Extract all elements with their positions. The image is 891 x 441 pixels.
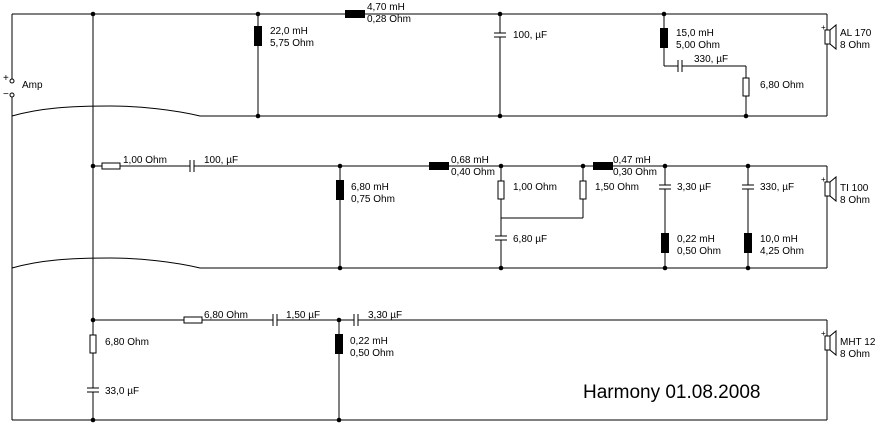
- resistor-6-80ohm: [742, 77, 750, 97]
- label-l1-res: 0,28 Ohm: [367, 14, 411, 25]
- label-r4-value: 1,50 Ohm: [595, 182, 639, 193]
- inductor-10-0mh-trap: [744, 233, 752, 253]
- label-l1-value: 4,70 mH: [367, 2, 405, 13]
- label-l8-value: 10,0 mH: [760, 234, 798, 245]
- resistor-1-00ohm-series: [101, 162, 121, 170]
- resistor-1-00ohm-shunt: [497, 180, 505, 200]
- label-l2-value: 22,0 mH: [270, 26, 308, 37]
- section-al170: 4,70 mH 0,28 Ohm 22,0 mH 5,75 Ohm 100, µ…: [11, 2, 872, 119]
- section-mht12: 6,80 Ohm 1,50 µF 3,30 µF 6,80 Ohm 33,0 µ…: [12, 310, 876, 423]
- inductor-6-80mh: [336, 180, 344, 200]
- speaker-mht12-icon: [824, 335, 831, 351]
- label-r5-value: 6,80 Ohm: [204, 310, 248, 321]
- svg-text:+: +: [821, 329, 826, 338]
- label-l3-res: 5,00 Ohm: [676, 40, 720, 51]
- label-l3-value: 15,0 mH: [676, 28, 714, 39]
- label-r3-value: 1,00 Ohm: [513, 182, 557, 193]
- label-c2-value: 330, µF: [694, 54, 728, 65]
- speaker-mht12-imp: 8 Ohm: [840, 349, 870, 360]
- label-c9-value: 33,0 µF: [105, 386, 139, 397]
- speaker-al170-imp: 8 Ohm: [840, 40, 870, 51]
- label-c6-value: 330, µF: [760, 182, 794, 193]
- resistor-1-50ohm: [579, 180, 587, 200]
- amp-minus-terminal: [9, 92, 15, 98]
- speaker-al170-icon: [824, 29, 831, 45]
- label-l4-res: 0,40 Ohm: [451, 167, 495, 178]
- amp-plus-sign: +: [3, 73, 9, 84]
- label-l2-res: 5,75 Ohm: [270, 38, 314, 49]
- label-l5-value: 0,47 mH: [613, 155, 651, 166]
- svg-text:+: +: [821, 23, 826, 32]
- label-l5-res: 0,30 Ohm: [613, 167, 657, 178]
- speaker-ti100-name: TI 100: [840, 183, 869, 194]
- label-c8-value: 3,30 µF: [368, 310, 402, 321]
- label-r6-value: 6,80 Ohm: [105, 337, 149, 348]
- resistor-6-80ohm-series: [183, 316, 203, 324]
- inductor-22mh: [254, 26, 262, 46]
- diagram-title: Harmony 01.08.2008: [583, 382, 760, 403]
- label-l7-res: 0,50 Ohm: [677, 246, 721, 257]
- inductor-15mh: [660, 28, 668, 48]
- label-c4-value: 6,80 µF: [513, 234, 547, 245]
- label-l4-value: 0,68 mH: [451, 155, 489, 166]
- speaker-mht12-name: MHT 12: [840, 337, 876, 348]
- label-l8-res: 4,25 Ohm: [760, 246, 804, 257]
- speaker-ti100-imp: 8 Ohm: [840, 195, 870, 206]
- label-c3-value: 100, µF: [204, 155, 238, 166]
- speaker-ti100-icon: [824, 181, 831, 197]
- label-l6-value: 6,80 mH: [351, 182, 389, 193]
- label-c5-value: 3,30 µF: [677, 182, 711, 193]
- section-ti100: 1,00 Ohm 100, µF 0,68 mH 0,40 Ohm 0,47 m…: [11, 155, 870, 271]
- amp-input: + − Amp: [3, 14, 43, 420]
- inductor-0-47mh: [593, 162, 613, 170]
- speaker-al170-name: AL 170: [840, 28, 872, 39]
- label-c7-value: 1,50 µF: [286, 310, 320, 321]
- inductor-4-70mh: [345, 10, 365, 18]
- amp-minus-sign: −: [3, 89, 9, 100]
- inductor-0-22mh-trap: [661, 233, 669, 253]
- label-r1-value: 6,80 Ohm: [760, 80, 804, 91]
- amp-plus-terminal: [9, 78, 15, 84]
- label-l9-res: 0,50 Ohm: [350, 348, 394, 359]
- svg-text:+: +: [821, 175, 826, 184]
- label-c1-value: 100, µF: [513, 30, 547, 41]
- label-l6-res: 0,75 Ohm: [351, 194, 395, 205]
- label-r2-value: 1,00 Ohm: [123, 155, 167, 166]
- resistor-6-80ohm-zobel: [89, 334, 97, 354]
- inductor-0-22mh: [335, 334, 343, 354]
- label-l9-value: 0,22 mH: [350, 336, 388, 347]
- amp-label: Amp: [22, 80, 43, 91]
- inductor-0-68mh: [429, 162, 449, 170]
- label-l7-value: 0,22 mH: [677, 234, 715, 245]
